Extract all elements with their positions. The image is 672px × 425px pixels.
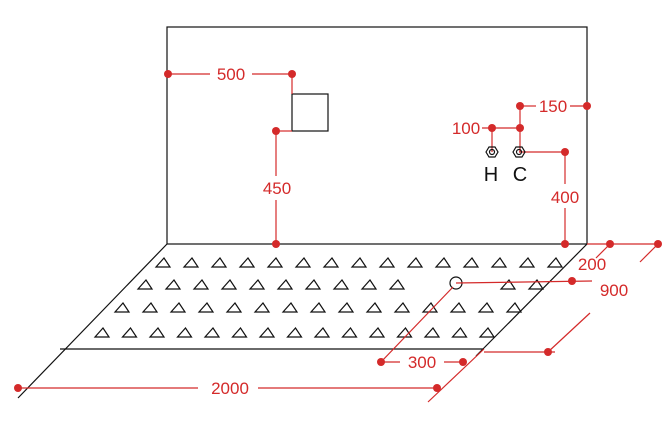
anti-slip-triangle — [182, 257, 200, 268]
anti-slip-triangle — [266, 257, 284, 268]
dimension-panel-offset: 500 — [164, 65, 296, 94]
anti-slip-triangle — [197, 302, 215, 313]
anti-slip-triangle — [121, 327, 138, 338]
anti-slip-triangle — [253, 302, 271, 313]
hot-valve: H — [484, 146, 499, 186]
anti-slip-triangle — [309, 302, 327, 313]
anti-slip-triangle — [322, 257, 340, 268]
anti-slip-triangle — [434, 257, 452, 268]
anti-slip-triangle — [505, 302, 523, 313]
tray-left-edge — [17, 243, 168, 399]
dimension-panel-height: 450 — [263, 127, 292, 248]
anti-slip-triangle — [313, 327, 331, 338]
anti-slip-triangle — [393, 302, 411, 313]
anti-slip-triangle — [388, 279, 406, 290]
anti-slip-triangle — [449, 302, 467, 313]
dimension-label: 900 — [600, 281, 628, 300]
anti-slip-triangle — [490, 257, 508, 268]
dimension-label: 450 — [263, 179, 291, 198]
anti-slip-triangle — [220, 279, 238, 290]
anti-slip-triangle — [451, 327, 468, 338]
dimension-label: 500 — [217, 65, 245, 84]
anti-slip-triangle — [231, 327, 248, 338]
anti-slip-triangle — [332, 279, 350, 290]
anti-slip-triangle — [113, 302, 131, 313]
anti-slip-triangle — [93, 327, 111, 338]
anti-slip-triangle — [192, 279, 210, 290]
anti-slip-triangle — [378, 257, 396, 268]
anti-slip-triangle — [154, 257, 172, 268]
anti-slip-triangle — [341, 327, 358, 338]
anti-slip-triangle — [304, 279, 322, 290]
dimension-drain: 300 — [377, 277, 593, 372]
anti-slip-triangle — [365, 302, 383, 313]
anti-slip-triangle — [148, 327, 166, 338]
anti-slip-triangle — [337, 302, 355, 313]
anti-slip-triangle — [499, 279, 517, 290]
dimension-label: 2000 — [211, 379, 249, 398]
anti-slip-triangle — [248, 279, 266, 290]
anti-slip-triangle — [238, 257, 256, 268]
dimension-valves: 150 100 400 — [452, 97, 591, 248]
anti-slip-triangle — [546, 257, 564, 268]
hot-label: H — [484, 164, 498, 186]
dimension-label: 150 — [539, 97, 567, 116]
anti-slip-triangle — [176, 327, 193, 338]
anti-slip-triangle — [477, 302, 495, 313]
dimension-label: 100 — [452, 119, 480, 138]
dimension-tray-depth: 200 900 — [484, 240, 662, 356]
wall-outline — [166, 26, 588, 245]
anti-slip-triangle — [294, 257, 312, 268]
anti-slip-triangle — [462, 257, 480, 268]
anti-slip-triangle — [258, 327, 276, 338]
cold-valve: C — [512, 146, 527, 186]
anti-slip-triangle — [478, 327, 496, 338]
anti-slip-triangle — [164, 279, 182, 290]
anti-slip-triangle — [276, 279, 294, 290]
dimension-label: 300 — [408, 353, 436, 372]
valve-icon — [485, 146, 499, 158]
anti-slip-triangle — [281, 302, 299, 313]
anti-slip-triangle — [527, 279, 545, 290]
anti-slip-triangle — [210, 257, 228, 268]
shower-tray — [17, 243, 588, 399]
anti-slip-triangle — [368, 327, 386, 338]
anti-slip-pattern — [93, 257, 564, 338]
anti-slip-triangle — [406, 257, 424, 268]
anti-slip-triangle — [518, 257, 536, 268]
cold-label: C — [513, 164, 527, 186]
anti-slip-triangle — [360, 279, 378, 290]
anti-slip-triangle — [136, 279, 154, 290]
anti-slip-triangle — [423, 327, 441, 338]
anti-slip-triangle — [225, 302, 243, 313]
anti-slip-triangle — [286, 327, 303, 338]
anti-slip-triangle — [169, 302, 187, 313]
anti-slip-triangle — [141, 302, 159, 313]
anti-slip-triangle — [203, 327, 221, 338]
tray-right-edge — [475, 243, 588, 357]
dimension-tray-length: 2000 — [14, 348, 485, 403]
dimension-label: 400 — [551, 188, 579, 207]
anti-slip-triangle — [350, 257, 368, 268]
valve-icon — [512, 146, 526, 158]
dimension-label: 200 — [578, 255, 606, 274]
access-panel — [291, 93, 329, 132]
